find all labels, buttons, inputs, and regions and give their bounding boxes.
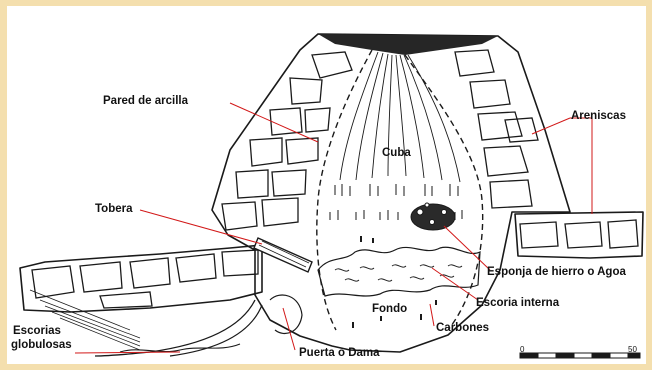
stones-left-wall (222, 52, 352, 230)
label-fondo: Fondo (372, 303, 407, 316)
label-cuba: Cuba (382, 147, 411, 160)
ground-left (20, 245, 262, 312)
sandstone-block-right (515, 212, 643, 258)
label-pared-de-arcilla: Pared de arcilla (103, 95, 188, 108)
leader-areniscas (532, 118, 570, 134)
label-carbones: Carbones (436, 322, 489, 335)
label-escorias: Escorias (13, 325, 61, 338)
label-globulosas: globulosas (11, 339, 72, 352)
scale-label-start: 0 (520, 343, 524, 356)
leader-tobera (140, 210, 262, 244)
internal-slag (318, 247, 480, 296)
iron-sponge (411, 203, 455, 230)
label-areniscas: Areniscas (571, 110, 626, 123)
leader-escoria-interna (432, 268, 478, 300)
slag-run (95, 300, 255, 356)
leader-pared (230, 103, 318, 142)
scale-bar (520, 353, 640, 358)
scale-label-end: 50 (628, 343, 637, 356)
label-esponja: Esponja de hierro o Agoa (487, 266, 626, 279)
leader-lines (75, 103, 592, 353)
shaft-flow-lines (340, 52, 460, 182)
leader-areniscas-block (570, 118, 592, 214)
leader-puerta (283, 308, 295, 350)
label-puerta-o-dama: Puerta o Dama (299, 347, 380, 360)
label-tobera: Tobera (95, 203, 133, 216)
leader-escorias (75, 352, 180, 353)
stones-ground (32, 250, 258, 308)
leader-carbones (430, 304, 434, 326)
label-escoria-interna: Escoria interna (476, 297, 559, 310)
